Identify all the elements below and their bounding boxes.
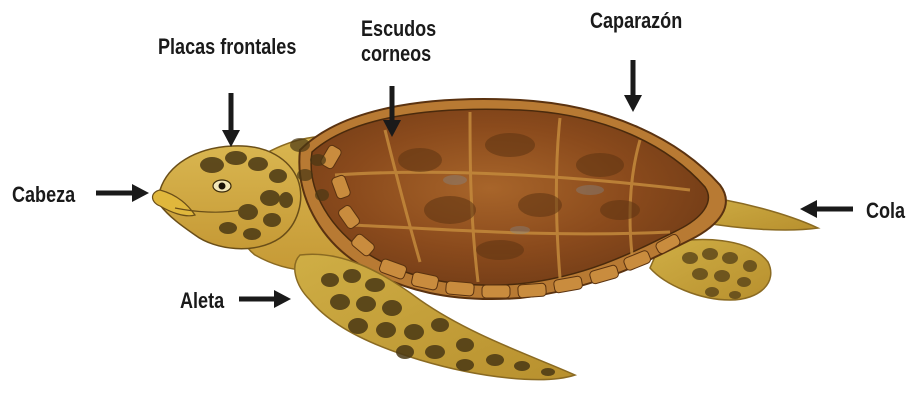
- cabeza-arrow: [96, 184, 149, 202]
- label-caparazon: Caparazón: [590, 8, 682, 33]
- label-cola: Cola: [866, 198, 905, 223]
- label-cabeza: Cabeza: [12, 182, 75, 207]
- caparazon-arrow: [624, 60, 642, 112]
- cola-arrow: [800, 200, 853, 218]
- aleta-arrow: [239, 290, 291, 308]
- label-escudos-corneos: Escudos corneos: [361, 16, 436, 66]
- label-aleta: Aleta: [180, 288, 224, 313]
- label-placas-frontales: Placas frontales: [158, 34, 296, 59]
- placas-arrow: [222, 93, 240, 147]
- turtle-head: [153, 146, 301, 249]
